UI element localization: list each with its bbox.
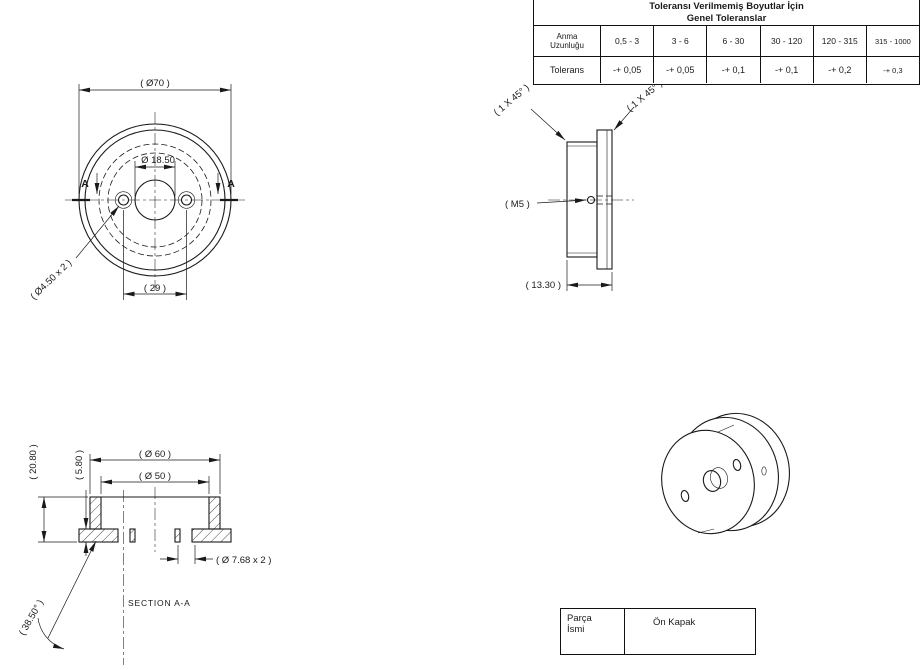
left-hole (117, 194, 130, 206)
tolerance-value-cell: -+ 0,1 (759, 56, 813, 83)
dim-hole-spacing: ( 29 ) (144, 283, 166, 294)
dim-bore-diameter: Ø 18.50 (141, 155, 175, 166)
front-view: ( Ø70 ) Ø 18.50 ( 29 ) ( Ø4.50 x 2 ) A A (28, 78, 245, 302)
center-bore (134, 179, 176, 221)
tolerance-value-cell: -+ 0,3 (865, 56, 919, 83)
center-hole-depth-3d (710, 467, 728, 489)
dim-body-diameter: ( Ø 60 ) (139, 449, 171, 460)
section-view: ( Ø 60 ) ( Ø 50 ) ( 20.80 ) ( 5.80 ) ( Ø… (17, 444, 271, 665)
nominal-length-header: Anma Uzunluğu (550, 32, 584, 50)
rim-hole-3d (761, 466, 767, 476)
thread-label: ( M5 ) (505, 199, 530, 210)
dim-small-holes: ( Ø4.50 x 2 ) (28, 258, 74, 303)
range-cell: 3 - 6 (653, 26, 706, 56)
section-marker-right: A (227, 178, 235, 190)
range-cell: 315 - 1000 (865, 26, 919, 56)
dim-flange-thickness: ( 5.80 ) (74, 450, 85, 480)
range-cell: 0,5 - 3 (600, 26, 653, 56)
chamfer-left-label: ( 1 X 45° ) (492, 82, 532, 118)
side-view: ( 1 X 45° ) ( 1 X 45° ) ( M5 ) ( 13.30 ) (492, 78, 665, 291)
tolerance-row-header: Tolerans (534, 56, 600, 83)
center-hole-3d (702, 470, 722, 492)
flange-section-seg1 (78, 528, 119, 543)
right-hole (180, 194, 193, 206)
tolerance-value-cell: -+ 0,2 (812, 56, 866, 83)
tolerance-table-grid: Anma Uzunluğu 0,5 - 3 3 - 6 6 - 30 30 - … (534, 26, 919, 83)
left-counterbore (114, 191, 133, 209)
dim-thickness: ( 13.30 ) (526, 280, 561, 291)
isometric-view (661, 412, 790, 535)
dim-chamfer-angle: ( 38.50° ) (17, 598, 46, 637)
bolt-hole-lower-3d (680, 489, 690, 503)
hidden-circle-d50 (98, 143, 212, 257)
dim-counterbore: ( Ø 7.68 x 2 ) (216, 555, 271, 566)
tolerance-value-cell: -+ 0,1 (706, 56, 760, 83)
dim-total-height: ( 20.80 ) (28, 444, 39, 479)
range-cell: 6 - 30 (706, 26, 759, 56)
range-cell: 120 - 315 (812, 26, 866, 56)
left-wall-section (89, 496, 102, 530)
tolerance-value-cell: -+ 0,05 (653, 56, 707, 83)
tolerance-table-title: Toleransı Verilmemiş Boyutlar İçin Genel… (534, 0, 919, 26)
m5-hole (586, 195, 596, 205)
section-title: SECTION A-A (128, 598, 191, 608)
dim-outer-diameter: ( Ø70 ) (140, 78, 170, 89)
title-block: Parça İsmi Ön Kapak (560, 608, 756, 655)
flange-section-seg3 (174, 528, 181, 543)
tolerance-table-title-line2: Genel Toleranslar (686, 13, 767, 24)
tolerance-table: Toleransı Verilmemiş Boyutlar İçin Genel… (533, 0, 920, 85)
body-front-face (661, 429, 755, 535)
tolerance-table-title-line1: Toleransı Verilmemiş Boyutlar İçin (649, 1, 804, 12)
section-marker-left: A (81, 178, 89, 190)
flange-section-seg2 (129, 528, 136, 543)
dim-recess-diameter: ( Ø 50 ) (139, 471, 171, 482)
part-name-value: Ön Kapak (653, 617, 696, 628)
tolerance-value-cell: -+ 0,05 (600, 56, 654, 83)
right-counterbore (177, 191, 196, 209)
range-cell: 30 - 120 (759, 26, 813, 56)
hidden-circle-recess (107, 152, 203, 248)
body-profile (566, 141, 598, 258)
right-wall-section (208, 496, 221, 530)
flange-profile (596, 129, 613, 270)
bolt-hole-upper-3d (732, 458, 742, 472)
part-name-label: Parça İsmi (561, 609, 625, 654)
flange-section-seg4 (191, 528, 232, 543)
